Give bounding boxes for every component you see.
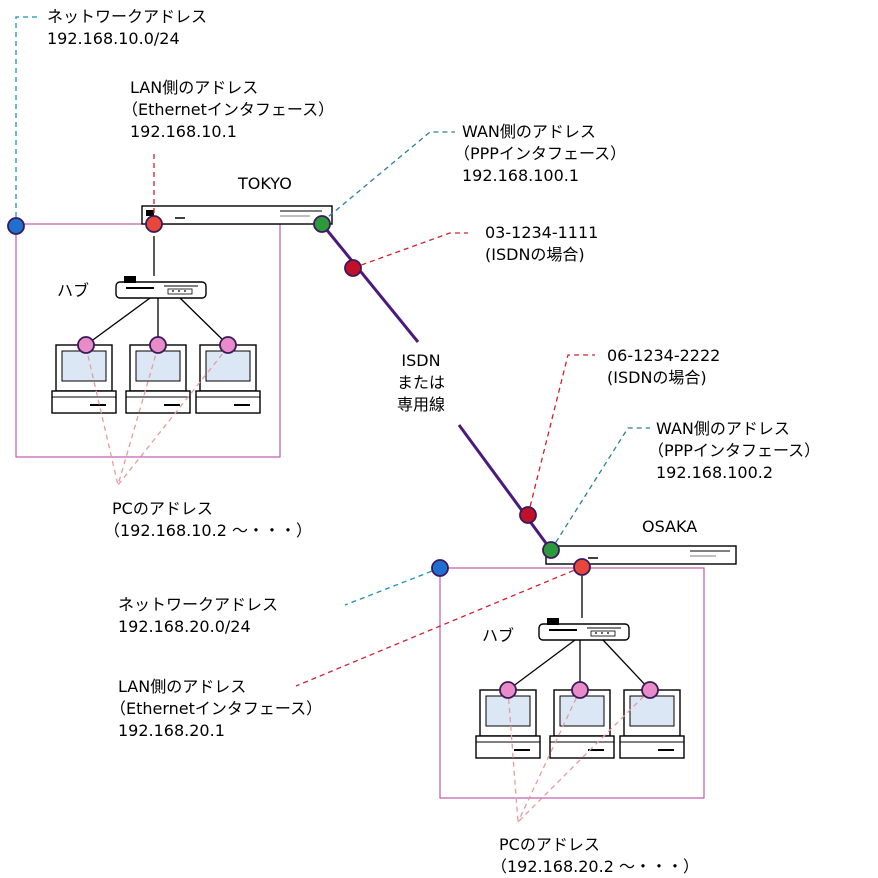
osaka-pc-address-label: PCのアドレス （192.168.20.2 ～・・・） — [491, 834, 699, 878]
link-line-upper — [320, 223, 420, 343]
wan-address-heading: WAN側のアドレス — [462, 122, 596, 141]
lan-address-value: 192.168.20.1 — [118, 721, 225, 740]
pc-icon — [619, 689, 685, 759]
osaka-segment-box — [439, 567, 705, 799]
osaka-pc-dot — [499, 681, 517, 699]
lan-interface-name: （Ethernetインタフェース） — [122, 100, 335, 119]
osaka-network-dot — [431, 559, 449, 577]
pc-icon — [195, 344, 261, 414]
tokyo-network-leader — [15, 16, 40, 226]
osaka-wan-address-label: WAN側のアドレス （PPPインタフェース） 192.168.100.2 — [648, 418, 820, 484]
isdn-number-note: (ISDNの場合) — [607, 368, 707, 387]
isdn-number-value: 03-1234-1111 — [485, 223, 599, 242]
tokyo-pc-dot — [219, 336, 237, 354]
osaka-isdn-leader — [527, 354, 595, 516]
isdn-number-value: 06-1234-2222 — [607, 346, 721, 365]
tokyo-pc-dot — [149, 336, 167, 354]
tokyo-pc-dot — [77, 336, 95, 354]
tokyo-lan-dot — [145, 215, 163, 233]
tokyo-pcs — [51, 344, 261, 414]
osaka-router-icon — [545, 545, 737, 565]
osaka-hub-icon — [538, 617, 630, 641]
tokyo-network-dot — [7, 217, 25, 235]
tokyo-pc-leaders — [85, 346, 229, 486]
lan-address-heading: LAN側のアドレス — [130, 78, 259, 97]
osaka-pcs — [475, 689, 685, 759]
wan-address-value: 192.168.100.1 — [462, 166, 580, 185]
osaka-wan-leader — [550, 427, 650, 551]
pc-address-range: （192.168.10.2 ～・・・） — [104, 521, 312, 540]
lan-address-heading: LAN側のアドレス — [118, 677, 247, 696]
osaka-isdn-dot — [519, 506, 537, 524]
osaka-hub-label: ハブ — [482, 626, 515, 645]
tokyo-wan-dot — [313, 215, 331, 233]
network-address-heading: ネットワークアドレス — [118, 595, 279, 614]
osaka-network-address-label: ネットワークアドレス 192.168.20.0/24 — [118, 594, 278, 638]
tokyo-router-icon — [141, 205, 333, 225]
wan-address-value: 192.168.100.2 — [656, 463, 774, 482]
network-address-value: 192.168.20.0/24 — [118, 617, 251, 636]
tokyo-isdn-dot — [344, 259, 362, 277]
pc-icon — [475, 689, 541, 759]
pc-address-heading: PCのアドレス — [499, 835, 600, 854]
osaka-network-leader — [344, 567, 441, 606]
pc-icon — [549, 689, 615, 759]
tokyo-router-name: TOKYO — [238, 174, 292, 193]
lan-address-value: 192.168.10.1 — [130, 122, 237, 141]
tokyo-wan-address-label: WAN側のアドレス （PPPインタフェース） 192.168.100.1 — [454, 121, 626, 187]
osaka-isdn-number-label: 06-1234-2222 (ISDNの場合) — [607, 345, 720, 389]
osaka-pc-dot — [571, 681, 589, 699]
tokyo-network-address-label: ネットワークアドレス 192.168.10.0/24 — [47, 6, 207, 50]
tokyo-segment-box — [15, 223, 281, 458]
osaka-lan-leader — [295, 566, 583, 687]
tokyo-hub-label: ハブ — [57, 281, 90, 300]
wan-interface-name: （PPPインタフェース） — [648, 441, 821, 460]
osaka-pc-leaders — [507, 689, 651, 823]
tokyo-lan-address-label: LAN側のアドレス （Ethernetインタフェース） 192.168.10.1 — [122, 77, 334, 143]
link-type-line: ISDN — [401, 351, 441, 370]
network-address-value: 192.168.10.0/24 — [47, 29, 180, 48]
osaka-wan-dot — [542, 541, 560, 559]
tokyo-hub-icon — [115, 275, 207, 299]
pc-address-heading: PCのアドレス — [112, 499, 213, 518]
pc-icon — [51, 344, 117, 414]
link-line-lower — [457, 424, 553, 551]
wan-interface-name: （PPPインタフェース） — [454, 144, 627, 163]
lan-interface-name: （Ethernetインタフェース） — [110, 699, 323, 718]
tokyo-wan-leader — [321, 131, 455, 223]
osaka-lan-dot — [573, 558, 591, 576]
tokyo-isdn-leader — [352, 232, 468, 269]
network-address-heading: ネットワークアドレス — [47, 7, 208, 26]
tokyo-isdn-number-label: 03-1234-1111 (ISDNの場合) — [485, 222, 598, 266]
link-type-label: ISDN または 専用線 — [386, 350, 456, 416]
wan-address-heading: WAN側のアドレス — [656, 419, 790, 438]
pc-address-range: （192.168.20.2 ～・・・） — [491, 857, 699, 876]
link-type-line: 専用線 — [396, 395, 445, 414]
osaka-pc-dot — [641, 681, 659, 699]
isdn-number-note: (ISDNの場合) — [485, 245, 585, 264]
pc-icon — [125, 344, 191, 414]
osaka-lan-address-label: LAN側のアドレス （Ethernetインタフェース） 192.168.20.1 — [110, 676, 322, 742]
tokyo-pc-address-label: PCのアドレス （192.168.10.2 ～・・・） — [104, 498, 312, 542]
link-type-line: または — [396, 373, 445, 392]
osaka-router-name: OSAKA — [642, 517, 698, 536]
